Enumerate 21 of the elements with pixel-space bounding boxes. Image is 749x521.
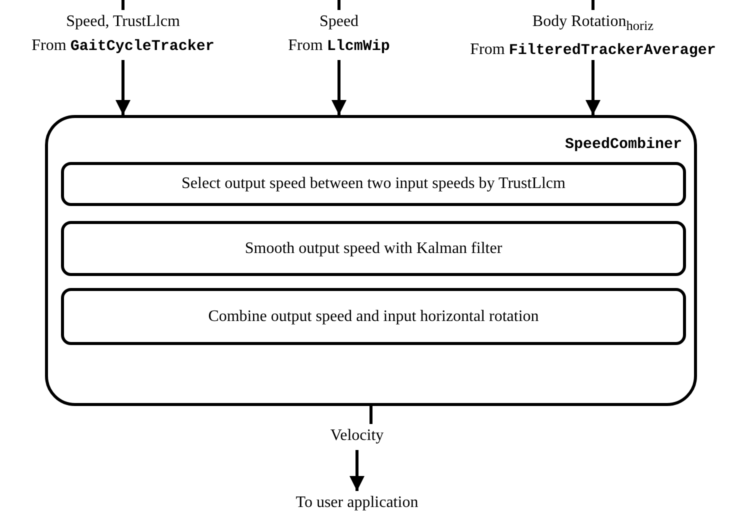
label-text: From LlcmWip [287, 36, 391, 57]
label-text: From GaitCycleTracker [30, 36, 216, 57]
label-text: Speed [318, 12, 360, 32]
connector-line [370, 406, 372, 424]
connector-line [338, 0, 340, 10]
process-box: Select output speed between two input speeds by TrustLlcm [61, 162, 686, 206]
process-box: Combine output speed and input horizontal rotation [61, 288, 686, 345]
label-text: To user application [294, 493, 420, 513]
arrow [116, 60, 130, 115]
label-text: Speed, TrustLlcm [65, 12, 181, 32]
connector-line [122, 0, 124, 10]
arrow [332, 60, 346, 115]
process-box: Smooth output speed with Kalman filter [61, 221, 686, 276]
label-text: Body Rotation$_{horiz}$ [531, 12, 655, 36]
label-text: Velocity [329, 426, 385, 446]
connector-line [592, 0, 594, 10]
module-container [45, 115, 697, 406]
arrow [350, 450, 364, 491]
module-title: SpeedCombiner [564, 136, 682, 153]
label-text: From FilteredTrackerAverager [469, 40, 717, 62]
arrow [586, 60, 600, 115]
